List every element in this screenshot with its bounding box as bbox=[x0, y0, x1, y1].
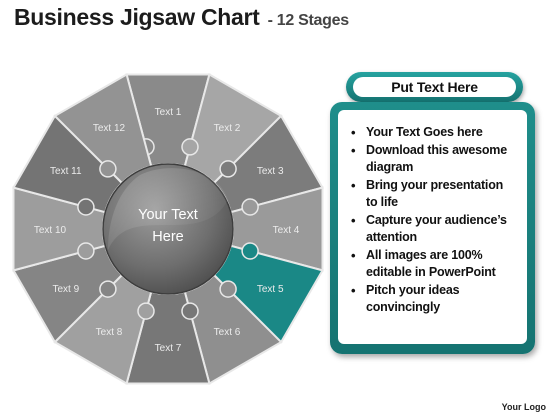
stage-label: Text 11 bbox=[50, 166, 82, 177]
jigsaw-knob bbox=[181, 302, 199, 320]
center-swirl bbox=[108, 168, 228, 250]
stage-label: Text 2 bbox=[214, 123, 241, 134]
bullet-item: Pitch your ideas convincingly bbox=[351, 282, 517, 316]
jigsaw-knob bbox=[77, 198, 95, 216]
bullet-item: Your Text Goes here bbox=[351, 124, 517, 141]
panel-header-text: Put Text Here bbox=[353, 77, 516, 97]
jigsaw-knob bbox=[219, 160, 237, 178]
stage-label: Text 5 bbox=[257, 284, 284, 295]
text-panel: Your Text Goes here Download this awesom… bbox=[330, 102, 535, 354]
stage-label: Text 1 bbox=[155, 107, 182, 118]
jigsaw-knob bbox=[241, 242, 259, 260]
jigsaw-diagram: Your Text Here Text 1 Text 2 Text 3 Text 4 T… bbox=[11, 72, 325, 386]
jigsaw-knob bbox=[99, 280, 117, 298]
bullet-item: Capture your audience’s attention bbox=[351, 212, 517, 246]
jigsaw-knob bbox=[77, 242, 95, 260]
jigsaw-knob bbox=[219, 280, 237, 298]
stage-label: Text 10 bbox=[34, 225, 67, 236]
stage-label: Text 9 bbox=[52, 284, 79, 295]
stage-label: Text 3 bbox=[257, 166, 284, 177]
bullet-item: All images are 100% editable in PowerPoi… bbox=[351, 247, 517, 281]
stage-label: Text 6 bbox=[214, 327, 241, 338]
text-panel-body: Your Text Goes here Download this awesom… bbox=[338, 110, 527, 344]
center-text-line2: Here bbox=[152, 229, 183, 245]
jigsaw-knob bbox=[241, 198, 259, 216]
page-title: Business Jigsaw Chart - 12 Stages bbox=[14, 4, 349, 31]
stage-label: Text 7 bbox=[155, 343, 182, 354]
stage-label: Text 4 bbox=[273, 225, 300, 236]
logo: Your Logo bbox=[501, 402, 546, 412]
panel-header: Put Text Here bbox=[346, 72, 523, 102]
bullet-item: Bring your presentation to life bbox=[351, 177, 517, 211]
bullet-list: Your Text Goes here Download this awesom… bbox=[338, 110, 527, 316]
stage-label: Text 12 bbox=[93, 123, 126, 134]
stage-label: Text 8 bbox=[96, 327, 123, 338]
jigsaw-knob bbox=[137, 302, 155, 320]
title-subtitle: - 12 Stages bbox=[267, 12, 349, 29]
jigsaw-knob bbox=[181, 138, 199, 156]
title-main: Business Jigsaw Chart bbox=[14, 4, 260, 30]
bullet-item: Download this awesome diagram bbox=[351, 142, 517, 176]
jigsaw-knob bbox=[99, 160, 117, 178]
center-text-line1: Your Text bbox=[138, 207, 198, 223]
